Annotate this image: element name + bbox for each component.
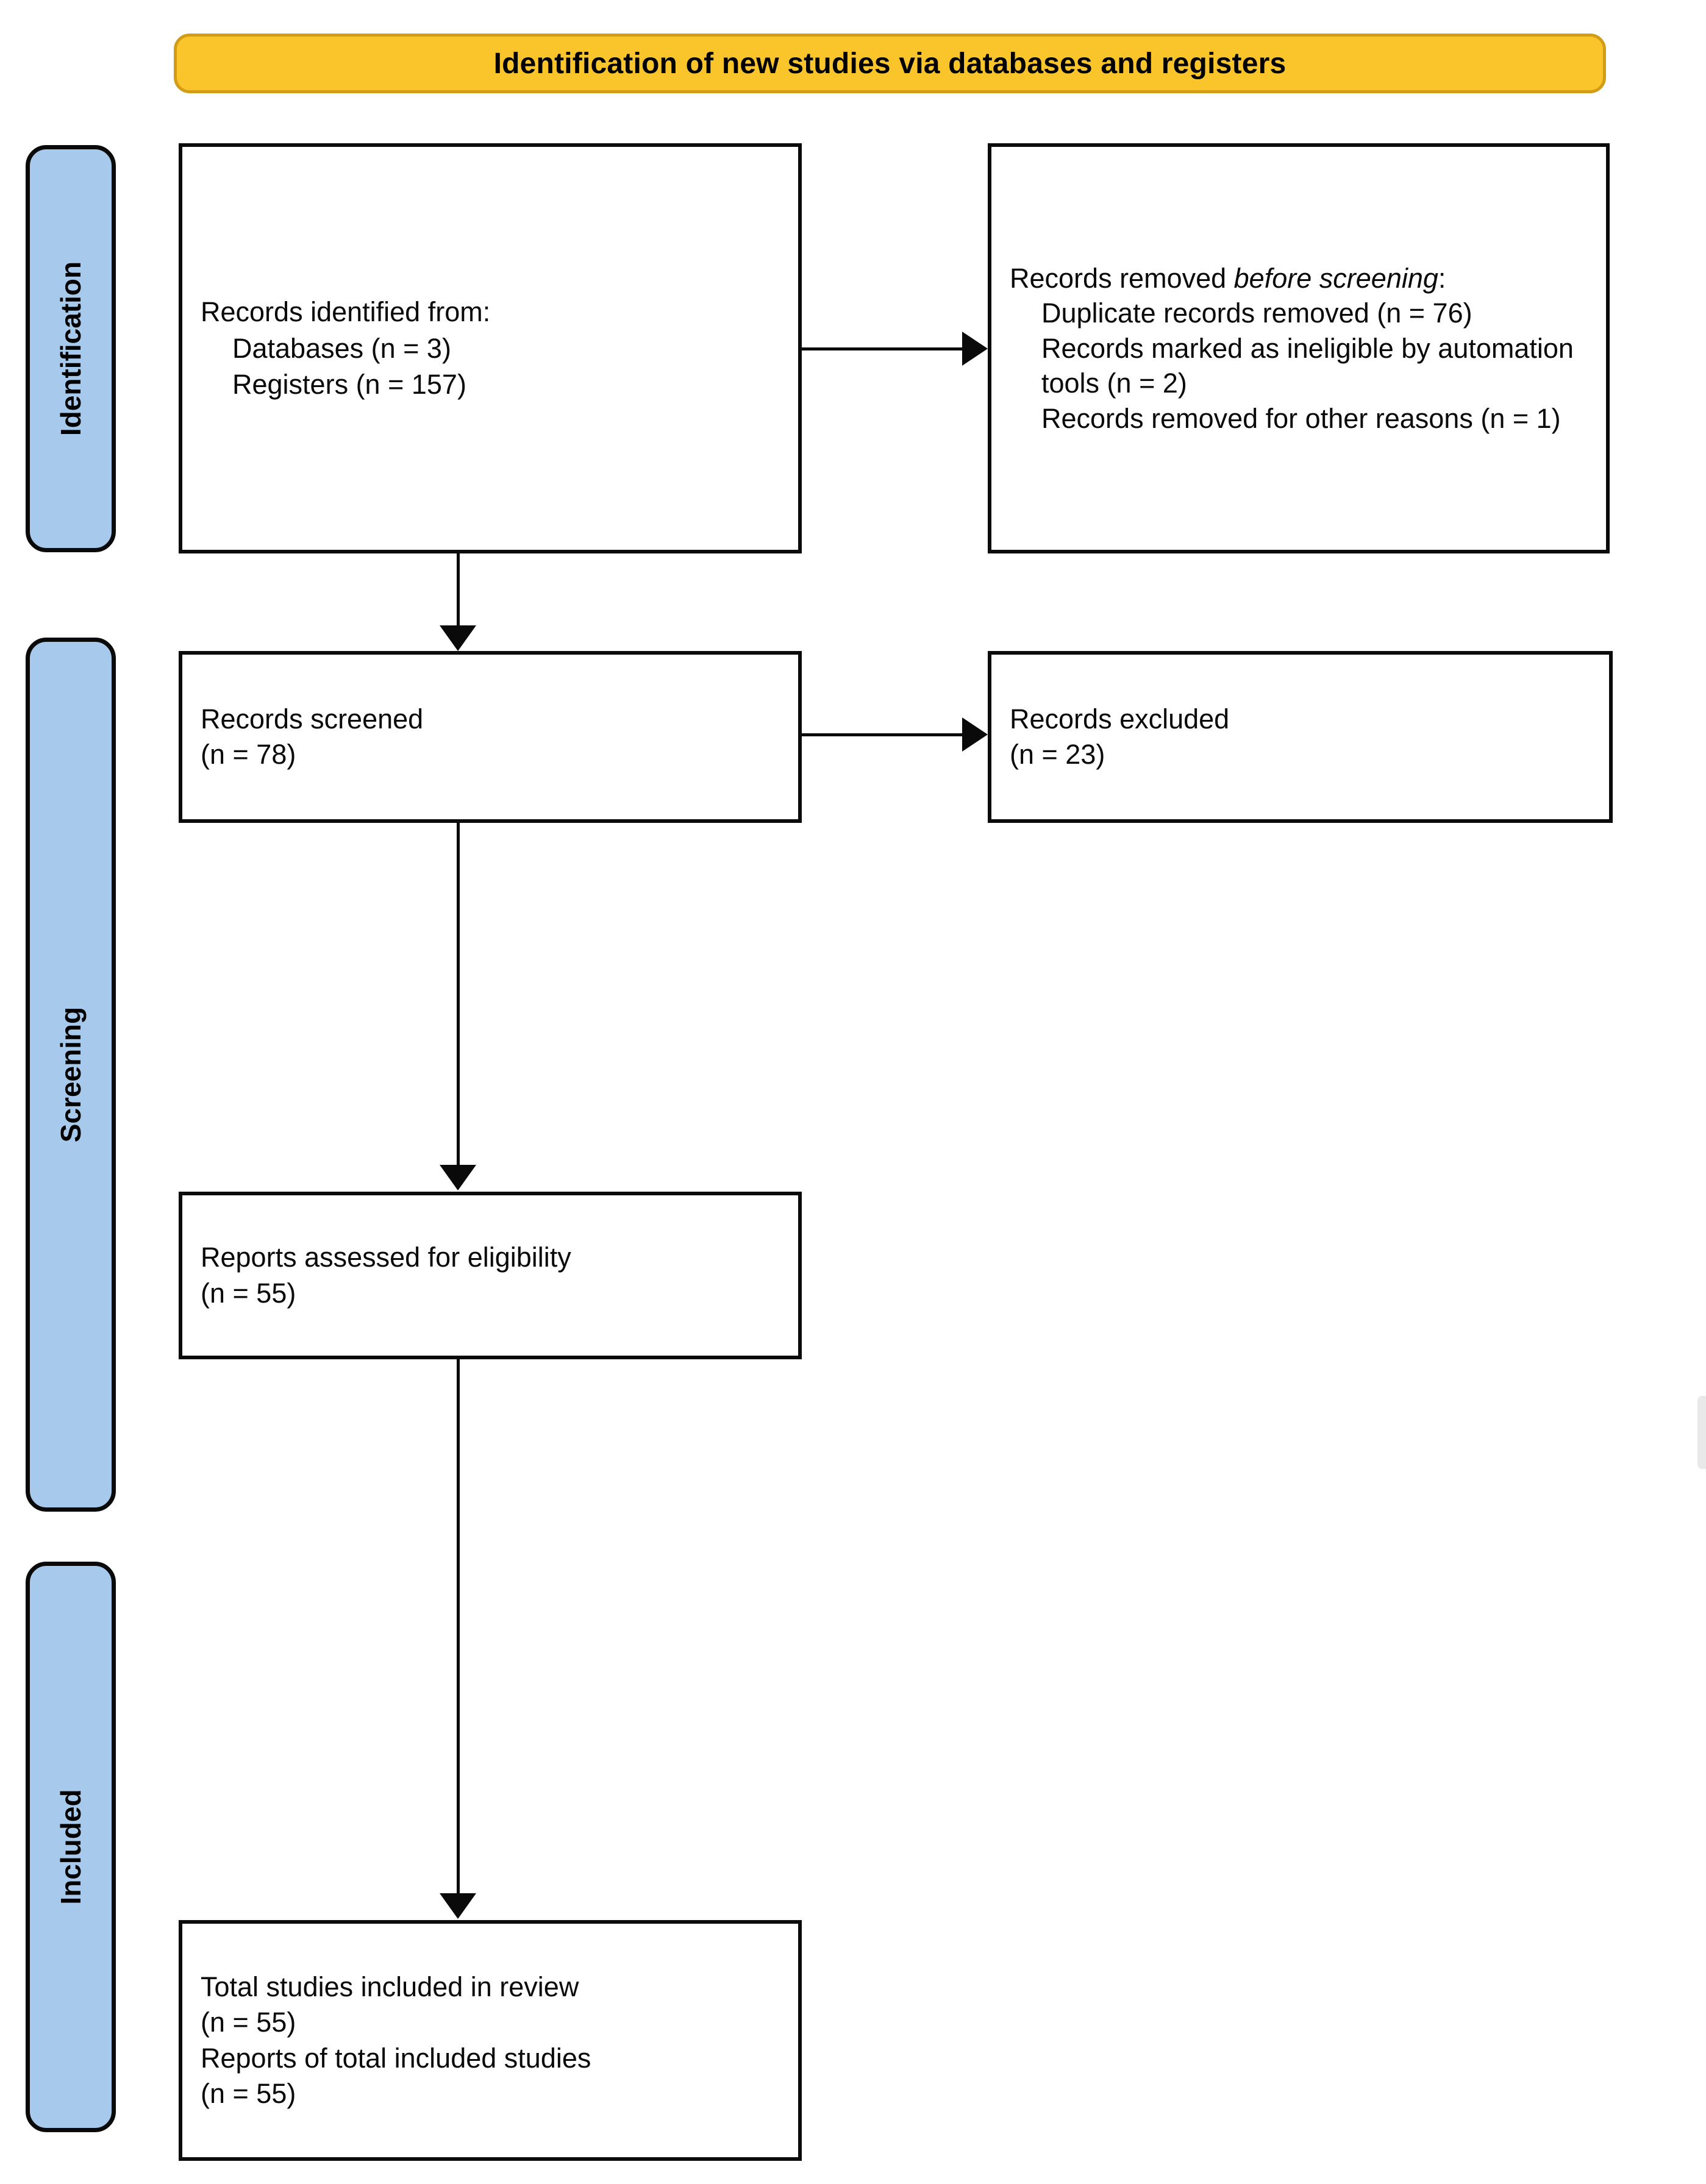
records-screened-count: (n = 78) [201, 739, 296, 770]
records-removed-heading-em-before: before [1233, 262, 1312, 294]
records-excluded-count: (n = 23) [1010, 739, 1105, 770]
records-identified-text: Records identified from: Databases (n = … [182, 294, 798, 404]
records-removed-heading-prefix: Records removed [1010, 262, 1234, 294]
flow-box-reports-assessed-for-eligibility: Reports assessed for eligibility (n = 55… [179, 1192, 802, 1359]
diagram-title: Identification of new studies via databa… [493, 47, 1287, 80]
flow-box-records-excluded: Records excluded (n = 23) [988, 651, 1613, 823]
records-identified-line-1: Records identified from: [201, 296, 491, 327]
connector-screened-to-excluded-arrowhead-icon [962, 717, 988, 752]
records-removed-text: Records removed before screening: Duplic… [991, 261, 1606, 436]
connector-eligibility-to-included-line [457, 1359, 460, 1896]
connector-screened-to-eligibility-line [457, 823, 460, 1167]
diagram-header-banner: Identification of new studies via databa… [174, 34, 1606, 93]
connector-identified-to-removed-line [802, 347, 963, 350]
records-excluded-text: Records excluded (n = 23) [991, 702, 1609, 773]
total-included-studies-label: Total studies included in review [201, 1971, 579, 2002]
stage-label-included: Included [55, 1789, 87, 1905]
total-included-studies-count: (n = 55) [201, 2007, 296, 2038]
total-included-reports-count: (n = 55) [201, 2078, 296, 2109]
records-screened-text: Records screened (n = 78) [182, 702, 798, 773]
stage-bar-included: Included [26, 1562, 116, 2132]
records-removed-heading-em-screening: screening [1319, 262, 1438, 294]
flow-box-total-studies-included: Total studies included in review (n = 55… [179, 1920, 802, 2161]
total-included-text: Total studies included in review (n = 55… [182, 1969, 798, 2112]
connector-identified-to-screened-arrowhead-icon [440, 625, 476, 651]
reports-eligibility-label: Reports assessed for eligibility [201, 1242, 571, 1273]
page-edge-artifact [1697, 1396, 1706, 1469]
connector-eligibility-to-included-arrowhead-icon [440, 1893, 476, 1919]
records-removed-heading: Records removed before screening: [1010, 261, 1588, 296]
flow-box-records-screened: Records screened (n = 78) [179, 651, 802, 823]
records-removed-item-duplicates: Duplicate records removed (n = 76) [1041, 297, 1472, 329]
records-identified-line-2: Databases (n = 3) [232, 332, 451, 364]
flow-box-records-identified: Records identified from: Databases (n = … [179, 143, 802, 553]
stage-label-identification: Identification [55, 261, 87, 436]
connector-identified-to-removed-arrowhead-icon [962, 332, 988, 366]
records-identified-line-3: Registers (n = 157) [232, 369, 466, 400]
records-removed-item-other: Records removed for other reasons (n = 1… [1041, 402, 1561, 434]
connector-identified-to-screened-line [457, 553, 460, 628]
records-removed-heading-colon: : [1438, 262, 1446, 294]
stage-label-screening: Screening [55, 1006, 87, 1143]
stage-bar-screening: Screening [26, 638, 116, 1512]
stage-bar-identification: Identification [26, 145, 116, 552]
records-excluded-label: Records excluded [1010, 703, 1230, 735]
reports-eligibility-text: Reports assessed for eligibility (n = 55… [182, 1240, 798, 1311]
reports-eligibility-count: (n = 55) [201, 1277, 296, 1309]
records-removed-item-automation: Records marked as ineligible by automati… [1041, 332, 1582, 399]
records-screened-label: Records screened [201, 703, 424, 735]
total-included-reports-label: Reports of total included studies [201, 2042, 591, 2074]
flow-box-records-removed: Records removed before screening: Duplic… [988, 143, 1610, 553]
connector-screened-to-eligibility-arrowhead-icon [440, 1165, 476, 1190]
connector-screened-to-excluded-line [802, 733, 963, 736]
